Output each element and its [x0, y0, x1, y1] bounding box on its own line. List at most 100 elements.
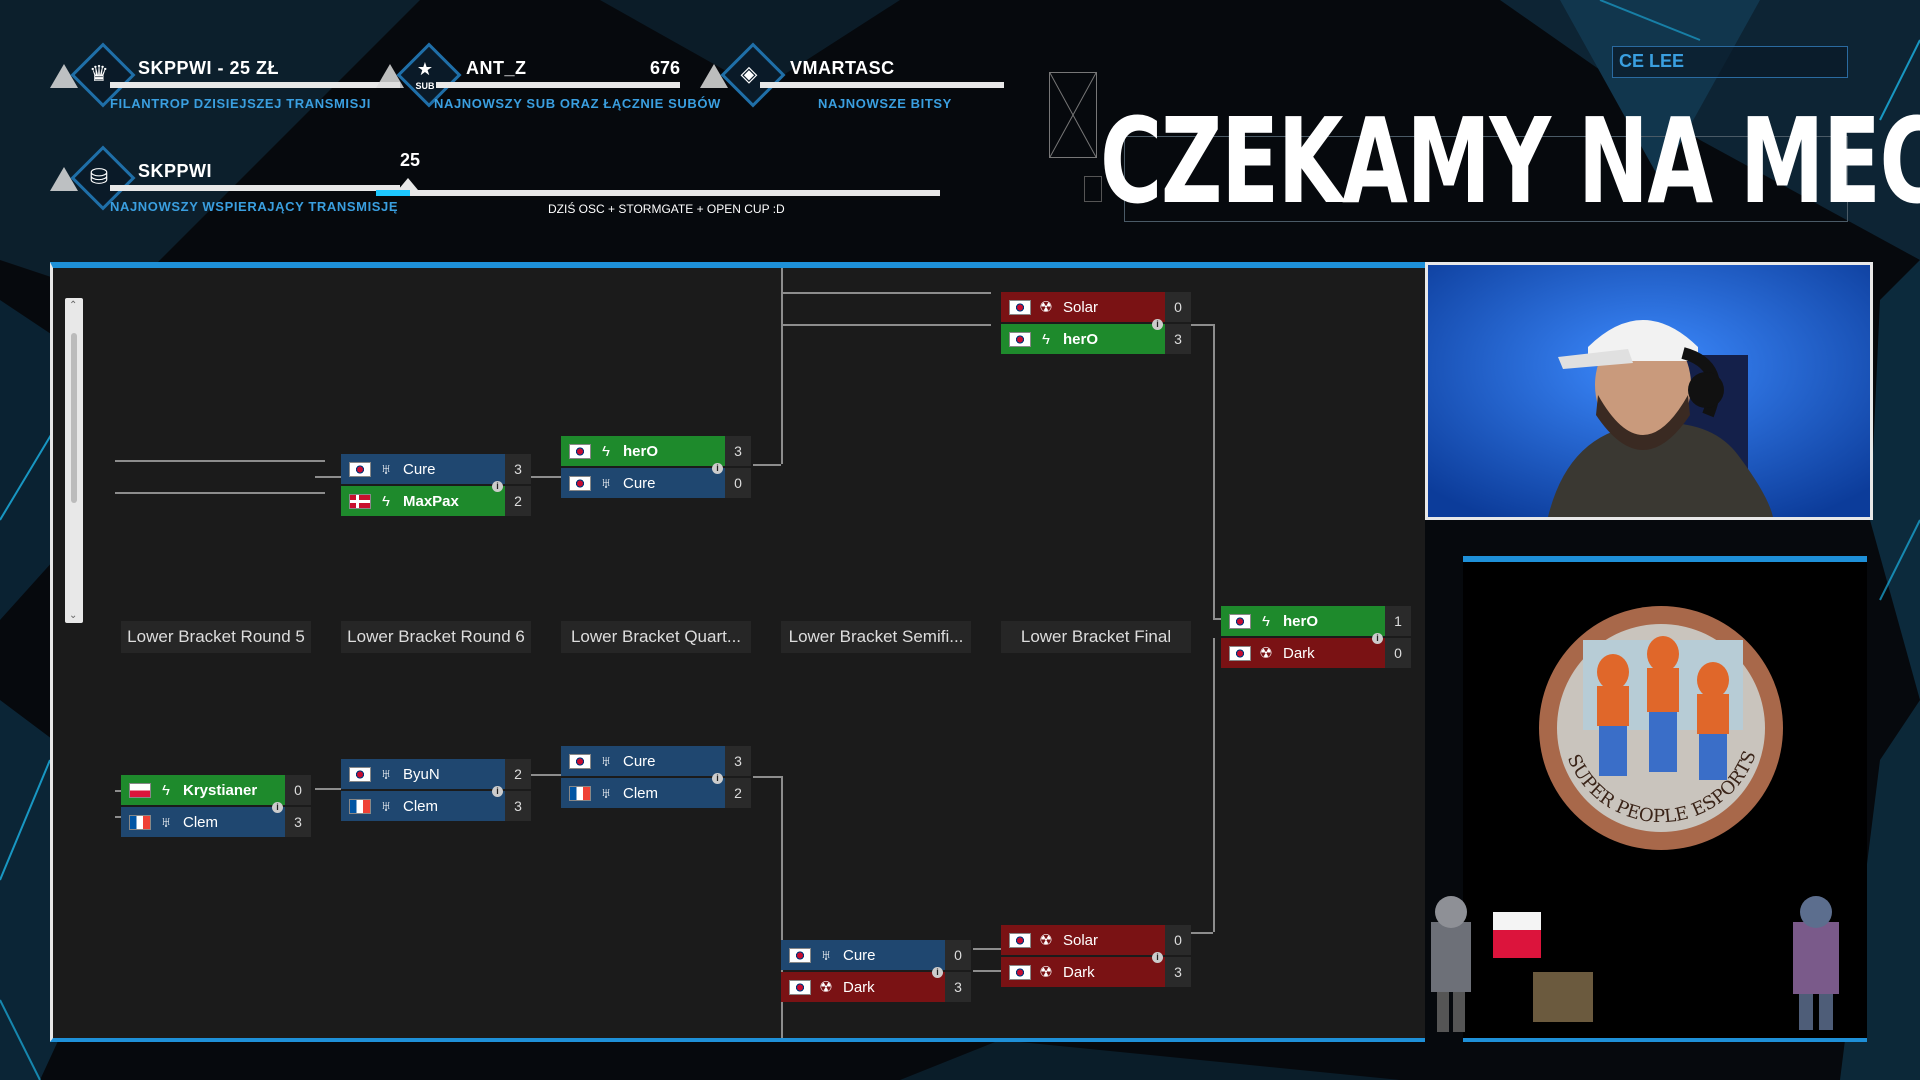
bracket-scrollbar[interactable]: ⌃ ⌄ [65, 298, 83, 623]
flag-kr-icon [1009, 331, 1031, 347]
bracket-connector-line [973, 948, 1001, 950]
alert-caption: NAJNOWSZE BITSY [818, 96, 952, 111]
bracket-connector-line [781, 268, 783, 464]
player-name: herO [623, 442, 659, 460]
player-score: 0 [285, 775, 311, 805]
protoss-race-icon: ϟ [382, 492, 390, 510]
player-name: Dark [843, 978, 875, 996]
bracket-connector-line [315, 788, 341, 790]
bracket-connector-line [1213, 324, 1215, 618]
sub-icon-text: SUB [415, 81, 435, 91]
bracket-connector-line [115, 492, 325, 494]
player-name: Clem [623, 784, 659, 802]
round-label: Lower Bracket Round 6 [341, 621, 531, 653]
caster-name: CE LEE [1619, 51, 1685, 71]
player-score: 0 [725, 468, 751, 498]
streamer-camera-image [1428, 265, 1870, 517]
match-info-icon[interactable]: i [492, 481, 503, 492]
match-info-icon[interactable]: i [712, 773, 723, 784]
player-name: Cure [623, 752, 656, 770]
goal-bar-fill [376, 190, 410, 196]
alert-caption: NAJNOWSZY WSPIERAJĄCY TRANSMISJĘ [110, 199, 399, 214]
flag-kr-icon [1009, 932, 1031, 948]
bracket-connector-line [781, 776, 783, 948]
player-score: 3 [505, 454, 531, 484]
player-name: Cure [403, 460, 436, 478]
player-score: 0 [1165, 292, 1191, 322]
scroll-up-icon[interactable]: ⌃ [69, 300, 78, 311]
player-score: 3 [725, 746, 751, 776]
bracket-connector-line [753, 464, 781, 466]
goal-marker [398, 178, 418, 190]
goal-bar-track [376, 190, 940, 196]
match-info-icon[interactable]: i [1152, 952, 1163, 963]
flag-kr-icon [349, 461, 371, 477]
alert-name: VMARTASC [790, 58, 895, 78]
super-people-esports-logo: SUPER PEOPLE ESPORTS [1539, 606, 1783, 850]
bracket-connector-line [531, 774, 561, 776]
player-name: Solar [1063, 931, 1099, 949]
flag-kr-icon [1009, 299, 1031, 315]
flag-pl-icon [129, 782, 151, 798]
alert-caption: NAJNOWSZY SUB ORAZ ŁĄCZNIE SUBÓW [434, 96, 721, 111]
match-info-icon[interactable]: i [712, 463, 723, 474]
scroll-down-icon[interactable]: ⌄ [69, 610, 78, 621]
player-name: herO [1283, 612, 1319, 630]
bracket-connector-line [1191, 324, 1213, 326]
player-score: 3 [945, 972, 971, 1002]
image-placeholder-small [1084, 176, 1102, 202]
round-label: Lower Bracket Semifi... [781, 621, 971, 653]
player-score: 0 [1385, 638, 1411, 668]
player-score: 3 [505, 791, 531, 821]
match-info-icon[interactable]: i [272, 802, 283, 813]
match-info-icon[interactable]: i [492, 786, 503, 797]
terran-race-icon: ♅ [600, 474, 612, 492]
terran-race-icon: ♅ [820, 946, 832, 964]
player-score: 3 [1165, 324, 1191, 354]
alert-underline [760, 82, 1004, 88]
goal-value: 25 [400, 150, 421, 170]
game-units-decoration [1431, 896, 1839, 1032]
alert-name: SKPPWI - 25 ZŁ [138, 58, 280, 78]
match-info-icon[interactable]: i [1152, 319, 1163, 330]
match-info-icon[interactable]: i [1372, 633, 1383, 644]
flag-kr-icon [789, 979, 811, 995]
bracket-connector-line [315, 476, 341, 478]
bracket-connector-line [781, 966, 783, 1038]
player-name: herO [1063, 330, 1099, 348]
flag-kr-icon [1009, 964, 1031, 980]
protoss-race-icon: ϟ [1262, 612, 1270, 630]
flag-fr-icon [129, 814, 151, 830]
caster-name-box: CE LEE [1612, 46, 1848, 78]
player-name: Solar [1063, 298, 1099, 316]
match-info-icon[interactable]: i [932, 967, 943, 978]
scroll-thumb[interactable] [71, 333, 77, 503]
